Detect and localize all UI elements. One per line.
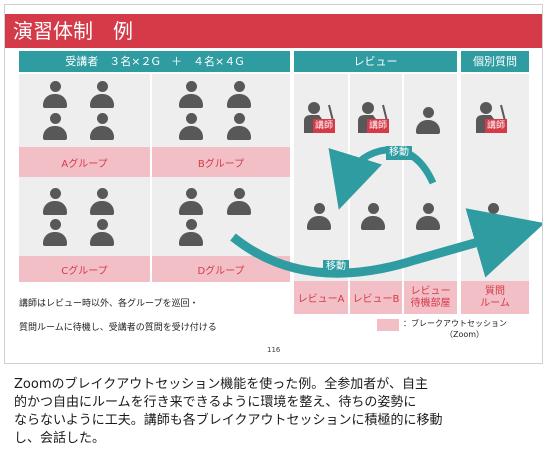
participant-icon xyxy=(179,188,203,216)
participant-icon xyxy=(416,107,440,135)
participant-icon xyxy=(90,219,114,247)
participant-icon xyxy=(43,81,67,109)
review-header: レビュー xyxy=(294,51,457,72)
group-c-label: Cグループ xyxy=(19,256,150,282)
caption-line: 的かつ自由にルームを行き来できるように環境を整え、待ちの姿勢に xyxy=(14,395,417,410)
participant-icon xyxy=(43,219,67,247)
caption-line: ならないように工夫。講師も各ブレイクアウトセッションに積極的に移動 xyxy=(14,413,443,428)
participants-header: 受講者 ３名×２G ＋ ４名×４G xyxy=(19,51,290,72)
participant-icon xyxy=(90,113,114,141)
participant-icon xyxy=(43,188,67,216)
legend-line: ：ブレークアウトセッション xyxy=(403,319,507,328)
review-room-label-text: レビューB xyxy=(352,294,400,305)
participant-icon xyxy=(90,188,114,216)
lecturer-icon: 講師 xyxy=(303,101,339,139)
participant-icon xyxy=(227,81,251,109)
review-room-b-label: レビューB xyxy=(350,281,402,314)
question-room-label-text: 質問 xyxy=(485,285,505,297)
caption: Zoomのブレイクアウトセッション機能を使った例。全参加者が、自主 的かつ自由に… xyxy=(14,376,542,448)
participant-icon xyxy=(227,113,251,141)
question-room-label: 質問 ルーム xyxy=(461,281,529,314)
participant-icon xyxy=(179,81,203,109)
lecturer-icon: 講師 xyxy=(357,101,393,139)
caption-line: し、会話した。 xyxy=(14,431,106,446)
group-b-label: Bグループ xyxy=(152,147,290,177)
move-label-group: 移動 xyxy=(323,260,349,274)
legend-swatch xyxy=(377,319,399,331)
individual-question-header: 個別質問 xyxy=(461,51,529,72)
group-divider xyxy=(150,74,152,282)
review-room-label-text: 待機部屋 xyxy=(410,297,451,309)
review-room-label-text: レビューA xyxy=(297,294,345,305)
caption-line: Zoomのブレイクアウトセッション機能を使った例。全参加者が、自主 xyxy=(14,377,428,392)
participant-icon xyxy=(416,203,440,231)
move-arrow xyxy=(328,146,437,210)
participant-icon xyxy=(307,203,331,231)
review-room-a-label: レビューA xyxy=(294,281,348,314)
participant-icon xyxy=(227,188,251,216)
review-waiting-room-label: レビュー 待機部屋 xyxy=(404,281,457,314)
review-room-label-text: レビュー xyxy=(410,285,451,297)
participant-icon xyxy=(179,219,203,247)
review-divider xyxy=(402,74,404,314)
move-arrow xyxy=(230,208,542,278)
legend-line: （Zoom） xyxy=(445,330,485,339)
legend-text: ：ブレークアウトセッション （Zoom） xyxy=(403,318,507,340)
lecturer-icon: 講師 xyxy=(475,101,511,139)
participant-icon xyxy=(43,113,67,141)
lecturer-tag: 講師 xyxy=(367,119,390,133)
participant-icon xyxy=(90,81,114,109)
lecturer-tag: 講師 xyxy=(485,119,508,133)
participant-icon xyxy=(179,113,203,141)
note-line-2: 質問ルームに待機し、受講者の質問を受け付ける xyxy=(19,323,217,333)
note-line-1: 講師はレビュー時以外、各グループを巡回・ xyxy=(19,299,199,309)
group-a-label: Aグループ xyxy=(19,147,150,177)
move-label-review: 移動 xyxy=(386,146,412,160)
slide: 演習体制 例 受講者 ３名×２G ＋ ４名×４G レビュー 個別質問 Aグループ… xyxy=(4,4,543,364)
slide-title: 演習体制 例 xyxy=(5,14,542,48)
lecturer-tag: 講師 xyxy=(313,119,336,133)
page-number: 116 xyxy=(267,346,281,354)
movement-arrows xyxy=(230,146,542,278)
question-room-label-text: ルーム xyxy=(480,297,510,309)
